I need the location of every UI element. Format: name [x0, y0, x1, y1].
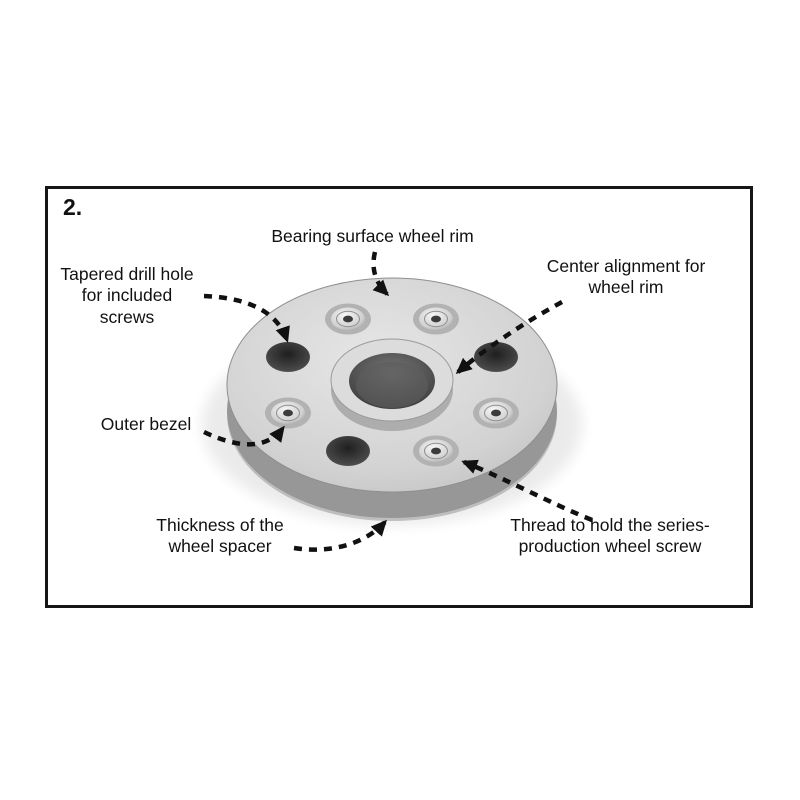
- label-outer-bezel: Outer bezel: [100, 414, 192, 434]
- label-thread: Thread to hold the series- production wh…: [510, 515, 710, 557]
- arrow-tapered-drill-hole: [203, 293, 290, 343]
- step-number: 2.: [63, 194, 83, 220]
- label-center-alignment: Center alignment for wheel rim: [546, 256, 706, 298]
- label-tapered-drill-hole: Tapered drill hole for included screws: [60, 264, 194, 327]
- arrow-outer-bezel: [203, 425, 285, 447]
- label-bearing-surface: Bearing surface wheel rim: [271, 226, 474, 246]
- arrow-bearing-surface: [371, 251, 390, 297]
- center-alignment-ring: [330, 338, 454, 431]
- annotation-arrows: [203, 251, 593, 552]
- arrow-thread: [461, 459, 593, 523]
- arrow-center-alignment: [455, 300, 564, 374]
- threaded-holes: [265, 303, 519, 467]
- arrow-thickness: [293, 519, 388, 552]
- label-thickness: Thickness of the wheel spacer: [156, 515, 284, 557]
